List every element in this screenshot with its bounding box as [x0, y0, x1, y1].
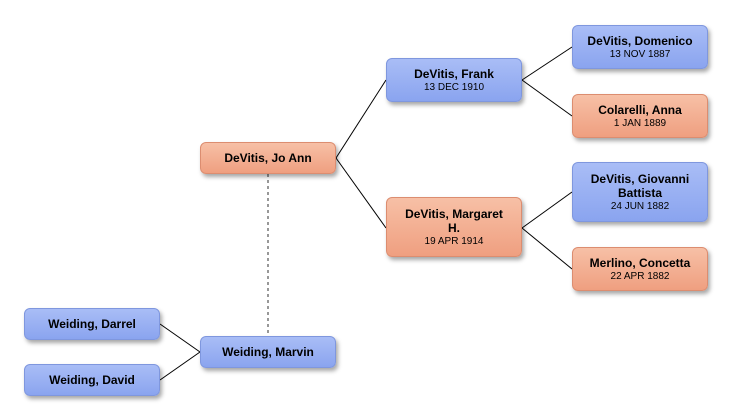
person-jo-ann[interactable]: DeVitis, Jo Ann — [200, 142, 336, 174]
person-name: Merlino, Concetta — [589, 255, 691, 270]
person-name: DeVitis, Jo Ann — [224, 151, 312, 165]
person-domenico[interactable]: DeVitis, Domenico 13 NOV 1887 — [572, 25, 708, 69]
person-name: Weiding, Marvin — [222, 345, 314, 359]
person-marvin[interactable]: Weiding, Marvin — [200, 336, 336, 368]
person-name: Weiding, David — [49, 373, 135, 387]
person-darrel[interactable]: Weiding, Darrel — [24, 308, 160, 340]
person-date: 22 APR 1882 — [610, 270, 670, 282]
connector-marvin-darrel — [159, 323, 201, 353]
person-concetta[interactable]: Merlino, Concetta 22 APR 1882 — [572, 247, 708, 291]
person-name: DeVitis, Frank — [414, 66, 494, 81]
person-name: DeVitis, Giovanni Battista — [590, 171, 690, 200]
person-david[interactable]: Weiding, David — [24, 364, 160, 396]
connector-margaret-giovanni — [521, 191, 573, 229]
person-date: 19 APR 1914 — [424, 235, 484, 247]
connector-margaret-concetta — [521, 227, 573, 270]
connector-jo-ann-margaret — [335, 157, 387, 229]
person-date: 13 DEC 1910 — [423, 81, 485, 93]
person-name: DeVitis, Domenico — [587, 33, 693, 48]
person-date: 13 NOV 1887 — [609, 48, 671, 60]
person-name: Weiding, Darrel — [48, 317, 136, 331]
person-margaret[interactable]: DeVitis, Margaret H. 19 APR 1914 — [386, 197, 522, 257]
connector-marvin-david — [159, 351, 201, 381]
connector-frank-domenico — [521, 46, 573, 81]
person-giovanni[interactable]: DeVitis, Giovanni Battista 24 JUN 1882 — [572, 162, 708, 222]
connector-jo-ann-frank — [335, 79, 387, 159]
person-date: 24 JUN 1882 — [610, 200, 670, 212]
person-date: 1 JAN 1889 — [613, 117, 667, 129]
person-anna[interactable]: Colarelli, Anna 1 JAN 1889 — [572, 94, 708, 138]
person-name: Colarelli, Anna — [598, 102, 682, 117]
person-name: DeVitis, Margaret H. — [405, 206, 503, 235]
connector-frank-anna — [521, 79, 573, 117]
person-frank[interactable]: DeVitis, Frank 13 DEC 1910 — [386, 58, 522, 102]
